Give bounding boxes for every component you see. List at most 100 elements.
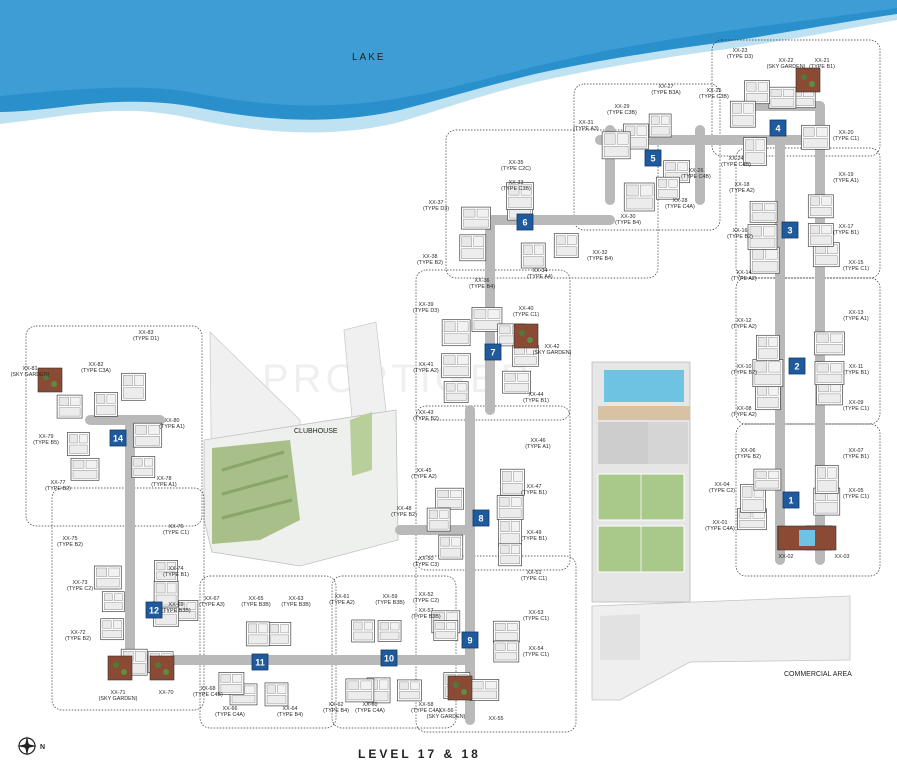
unit-block — [492, 620, 520, 643]
amenity-block — [591, 361, 691, 603]
unit-block — [67, 432, 90, 456]
unit-block — [747, 224, 778, 250]
unit-block — [131, 456, 156, 478]
unit-id: XX-68 — [201, 686, 216, 692]
core-12: 12 — [145, 601, 163, 619]
unit-type: (TYPE C3B) — [699, 94, 729, 100]
unit-id: XX-80 — [165, 418, 180, 424]
unit-id: XX-50 — [419, 556, 434, 562]
unit-block — [755, 334, 780, 361]
unit-type: (TYPE B1) — [843, 454, 869, 460]
unit-block — [729, 100, 756, 128]
unit-id: XX-73 — [73, 580, 88, 586]
swimming-pool — [604, 370, 684, 402]
core-14: 14 — [109, 429, 127, 447]
sky-garden — [107, 655, 133, 681]
unit-type: (TYPE B1) — [843, 370, 869, 376]
unit-id: XX-17 — [839, 224, 854, 230]
unit-type: (TYPE A1) — [159, 424, 185, 430]
sky-garden — [37, 367, 63, 393]
unit-type: (TYPE C2) — [67, 586, 93, 592]
unit-block — [351, 619, 375, 643]
unit-type: (TYPE C3B) — [501, 186, 531, 192]
unit-type: (TYPE C4A) — [705, 526, 735, 532]
unit-id: XX-60 — [363, 702, 378, 708]
unit-id: XX-37 — [429, 200, 444, 206]
unit-id: XX-28 — [673, 198, 688, 204]
unit-block — [553, 233, 579, 258]
unit-type: (TYPE C2) — [709, 488, 735, 494]
unit-id: XX-33 — [509, 180, 524, 186]
unit-block — [426, 507, 451, 532]
core-number: 8 — [478, 514, 483, 524]
unit-type: (TYPE B1) — [833, 230, 859, 236]
unit-id: XX-62 — [329, 702, 344, 708]
unit-id: XX-02 — [779, 554, 794, 560]
unit-id: XX-06 — [741, 448, 756, 454]
unit-block — [218, 672, 245, 695]
unit-block — [433, 620, 459, 641]
unit-type: (TYPE D3) — [727, 54, 753, 60]
unit-block — [469, 679, 500, 701]
unit-id: XX-49 — [527, 530, 542, 536]
core-7: 7 — [484, 343, 502, 361]
lake — [0, 0, 897, 133]
unit-type: (TYPE C1) — [843, 494, 869, 500]
unit-block — [743, 137, 767, 166]
unit-id: XX-38 — [423, 254, 438, 260]
unit-type: (TYPE C2) — [413, 598, 439, 604]
unit-type: (TYPE C3B) — [607, 110, 637, 116]
unit-block — [814, 331, 845, 356]
lake-label: LAKE — [352, 52, 386, 63]
unit-type: (TYPE B2) — [731, 370, 757, 376]
unit-block — [814, 465, 839, 494]
unit-block — [502, 370, 531, 394]
unit-id: XX-13 — [849, 310, 864, 316]
unit-type: (TYPE B1) — [163, 572, 189, 578]
unit-type: (TYPE C1) — [163, 530, 189, 536]
unit-id: XX-01 — [713, 520, 728, 526]
unit-id: XX-81 — [23, 366, 38, 372]
unit-type: (TYPE B2) — [417, 260, 443, 266]
core-number: 2 — [794, 362, 799, 372]
unit-id: XX-23 — [733, 48, 748, 54]
commercial-area — [591, 595, 851, 701]
unit-id: XX-27 — [659, 84, 674, 90]
sky-garden — [513, 323, 539, 349]
unit-type: (SKY GARDEN) — [533, 350, 572, 356]
core-number: 9 — [467, 636, 472, 646]
sky-garden — [149, 655, 175, 681]
unit-id: XX-22 — [779, 58, 794, 64]
unit-block — [471, 307, 503, 332]
unit-block — [70, 457, 100, 481]
unit-block — [752, 359, 784, 387]
sky-garden — [447, 675, 473, 701]
unit-type: (TYPE B2) — [413, 416, 439, 422]
unit-block — [268, 622, 292, 646]
unit-type: (TYPE C1) — [843, 406, 869, 412]
unit-block — [264, 682, 289, 707]
unit-type: (TYPE C4A) — [665, 204, 695, 210]
unit-id: XX-63 — [289, 596, 304, 602]
unit-type: (TYPE B4) — [469, 284, 495, 290]
unit-block — [441, 353, 471, 379]
unit-id: XX-59 — [383, 594, 398, 600]
unit-id: XX-65 — [249, 596, 264, 602]
unit-type: (TYPE C4B) — [721, 162, 751, 168]
unit-block — [245, 621, 270, 647]
unit-block — [506, 182, 534, 210]
unit-block — [814, 361, 845, 385]
page-title: LEVEL 17 & 18 — [358, 747, 481, 761]
core-number: 5 — [650, 154, 655, 164]
core-number: 7 — [490, 348, 495, 358]
unit-type: (TYPE B3B) — [281, 602, 311, 608]
unit-type: (TYPE B3B) — [241, 602, 271, 608]
unit-type: (TYPE C4A) — [355, 708, 385, 714]
unit-id: XX-48 — [397, 506, 412, 512]
unit-type: (TYPE B4) — [587, 256, 613, 262]
core-number: 1 — [788, 496, 793, 506]
unit-id: XX-69 — [169, 602, 184, 608]
unit-id: XX-14 — [737, 270, 752, 276]
unit-block — [56, 394, 83, 419]
core-number: 3 — [787, 226, 792, 236]
